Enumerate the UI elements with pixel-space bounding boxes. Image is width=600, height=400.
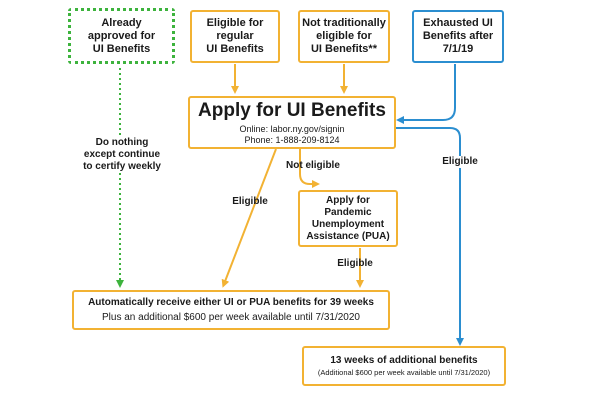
pua-text: Apply for Pandemic Unemployment Assistan… (306, 194, 390, 242)
apply-phone: Phone: 1-888-209-8124 (244, 134, 340, 145)
exhausted-benefits-text: Exhausted UI Benefits after 7/1/19 (422, 17, 494, 55)
apply-online: Online: labor.ny.gov/signin (239, 123, 345, 134)
auto-receive-box: Automatically receive either UI or PUA b… (72, 290, 390, 330)
apply-box: Apply for UI Benefits Online: labor.ny.g… (188, 96, 396, 149)
eligible-pua-label: Eligible (337, 258, 373, 269)
arrow-apply-to-auto (221, 148, 277, 288)
additional-benefits-sub: (Additional $600 per week available unti… (317, 368, 491, 377)
eligible-right-label: Eligible (432, 156, 488, 168)
eligible-left-label: Eligible (232, 196, 268, 207)
not-eligible-label: Not eligible (286, 160, 340, 171)
additional-benefits-main: 13 weeks of additional benefits (330, 355, 478, 366)
auto-receive-main: Automatically receive either UI or PUA b… (88, 297, 374, 308)
pua-box: Apply for Pandemic Unemployment Assistan… (298, 190, 398, 247)
eligible-regular-text: Eligible for regular UI Benefits (206, 17, 264, 55)
apply-title: Apply for UI Benefits (198, 99, 386, 121)
arrow-apply-to-pua (299, 149, 320, 188)
eligible-regular-box: Eligible for regular UI Benefits (190, 10, 280, 63)
already-approved-text: Already approved for UI Benefits (87, 16, 156, 55)
already-approved-box: Already approved for UI Benefits (68, 8, 175, 64)
auto-receive-sub: Plus an additional $600 per week availab… (102, 312, 360, 323)
arrow-exhausted-to-apply (396, 64, 456, 124)
exhausted-benefits-box: Exhausted UI Benefits after 7/1/19 (412, 10, 504, 63)
do-nothing-label: Do nothing except continue to certify we… (72, 137, 172, 173)
not-traditionally-eligible-text: Not traditionally eligible for UI Benefi… (302, 17, 386, 55)
arrow-apply-to-additional (394, 127, 464, 346)
not-traditionally-eligible-box: Not traditionally eligible for UI Benefi… (298, 10, 390, 63)
additional-benefits-box: 13 weeks of additional benefits (Additio… (302, 346, 506, 386)
